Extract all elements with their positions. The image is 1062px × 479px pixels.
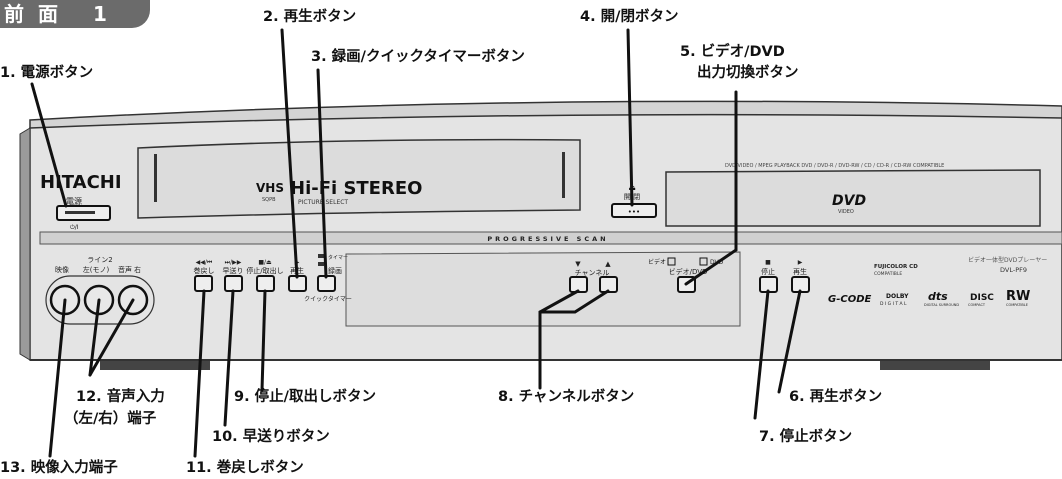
leader-dvd-play <box>777 289 802 394</box>
panel-left-edge <box>19 127 31 361</box>
dvd-compat-text: DVD-VIDEO / MPEG PLAYBACK DVD / DVD-R / … <box>725 163 944 169</box>
rewind-button[interactable] <box>194 275 213 292</box>
vhs-cassette-slot <box>137 138 581 219</box>
leader-audio-left <box>88 298 101 377</box>
compact-disc-logo: DISC <box>970 293 994 303</box>
stop-eject-label: 停止/取出し <box>246 266 283 275</box>
input-audio-right-label: 右 <box>134 265 141 274</box>
hifi-stereo-logo: Hi-Fi STEREO <box>290 178 422 199</box>
svg-text:▼: ▼ <box>575 260 581 268</box>
fujicolor-sub: COMPATIBLE <box>874 271 902 277</box>
dvd-logo-sub: VIDEO <box>838 209 854 215</box>
dolby-sub: D I G I T A L <box>880 301 907 307</box>
rew-symbol: ◀◀/⏮ <box>196 259 213 266</box>
model-caption: ビデオ一体型DVDプレーヤー <box>968 256 1047 264</box>
rec-label: 録画 <box>328 266 342 275</box>
rw-logo: RW <box>1006 289 1030 304</box>
callout-video-dvd-button-line2: 出力切換ボタン <box>697 65 799 81</box>
leader-channel-up <box>538 289 610 314</box>
leader-power <box>30 82 68 208</box>
leader-record <box>316 68 328 279</box>
callout-video-dvd-button-line1: 5. ビデオ/DVD <box>680 44 785 60</box>
video-dvd-label: ビデオ/DVD <box>669 267 708 276</box>
dvd-indicator-lamp <box>699 257 708 266</box>
power-symbol: ⏻/I <box>70 224 79 231</box>
dvd-tray <box>665 169 1041 227</box>
quick-timer-label: クイックタイマー <box>304 295 352 303</box>
callout-open-close-button: 4. 開/閉ボタン <box>580 9 679 25</box>
brand-logo: HITACHI <box>40 172 122 193</box>
svg-text:▲: ▲ <box>605 260 611 268</box>
callout-video-input-jack: 13. 映像入力端子 <box>0 460 118 476</box>
leader-video-input <box>48 298 67 458</box>
leader-stop-eject <box>260 289 267 392</box>
timer-label: タイマー <box>328 254 348 261</box>
callout-audio-input-line1: 12. 音声入力 <box>76 389 165 405</box>
display-window <box>345 251 741 327</box>
callout-leader-lines <box>30 28 802 458</box>
callout-record-quick-timer-button: 3. 録画/クイックタイマーボタン <box>311 49 525 65</box>
callout-channel-buttons: 8. チャンネルボタン <box>498 389 635 405</box>
video-indicator-lamp <box>667 257 676 266</box>
compact-disc-sub: COMPACT <box>968 303 986 307</box>
stop-eject-symbol: ■/⏏ <box>258 259 272 266</box>
progressive-scan-text: PROGRESSIVE SCAN <box>487 235 608 243</box>
leader-vcr-play <box>280 28 299 279</box>
ff-label: 早送り <box>223 266 244 275</box>
ff-symbol: ⏭/▶▶ <box>225 259 242 266</box>
input-audio-header: 音声 <box>118 265 132 274</box>
dolby-logo: DOLBY <box>886 293 909 300</box>
svg-text:▶: ▶ <box>798 259 803 266</box>
callout-rewind-button: 11. 巻戻しボタン <box>186 460 304 476</box>
vhs-sub: SQPB <box>262 197 276 203</box>
dts-logo: dts <box>928 290 948 303</box>
dts-sub: DIGITAL SURROUND <box>924 303 959 307</box>
fast-forward-button[interactable] <box>224 275 243 292</box>
right-foot <box>880 360 990 370</box>
gcode-logo: G-CODE <box>828 294 871 305</box>
callout-fast-forward-button: 10. 早送りボタン <box>212 429 330 445</box>
leader-audio-right <box>88 298 135 377</box>
vhs-logo: VHS <box>256 181 284 195</box>
input-audio-left-label: 左(モノ) <box>83 265 110 274</box>
open-close-button[interactable] <box>611 203 657 218</box>
svg-text:■: ■ <box>765 259 771 266</box>
model-number: DVL-PF9 <box>1000 266 1027 274</box>
power-label: 電源 <box>66 197 82 206</box>
callout-dvd-play-button: 6. 再生ボタン <box>789 389 883 405</box>
callout-audio-input-line2: （左/右）端子 <box>64 411 157 427</box>
leader-open-close <box>626 28 634 207</box>
callout-stop-eject-button: 9. 停止/取出しボタン <box>234 389 376 405</box>
stop-eject-button[interactable] <box>256 275 275 292</box>
leader-dvd-stop <box>753 289 770 420</box>
callout-dvd-stop-button: 7. 停止ボタン <box>759 429 853 445</box>
dvd-stop-label: 停止 <box>761 267 775 276</box>
channel-label: チャンネル <box>575 269 610 277</box>
input-jack-panel <box>45 275 155 325</box>
rew-label: 巻戻し <box>194 266 215 275</box>
callout-power-button: 1. 電源ボタン <box>0 65 94 81</box>
leader-video-dvd <box>684 90 738 286</box>
svg-text:•••: ••• <box>628 208 640 216</box>
dvd-play-label: 再生 <box>793 267 807 276</box>
left-foot <box>100 360 210 370</box>
video-indicator-label: ビデオ <box>648 258 666 266</box>
leader-ff <box>223 289 235 427</box>
input-video-label: 映像 <box>55 265 69 274</box>
section-tab: 前面 1 <box>0 0 150 28</box>
leader-rewind <box>193 289 206 458</box>
input-line2-label: ライン2 <box>87 256 112 264</box>
dvd-logo: DVD <box>832 193 866 209</box>
callout-vcr-play-button: 2. 再生ボタン <box>263 9 357 25</box>
rw-sub: COMPATIBLE <box>1006 303 1028 307</box>
fujicolor-logo: FUJICOLOR CD <box>874 264 918 270</box>
